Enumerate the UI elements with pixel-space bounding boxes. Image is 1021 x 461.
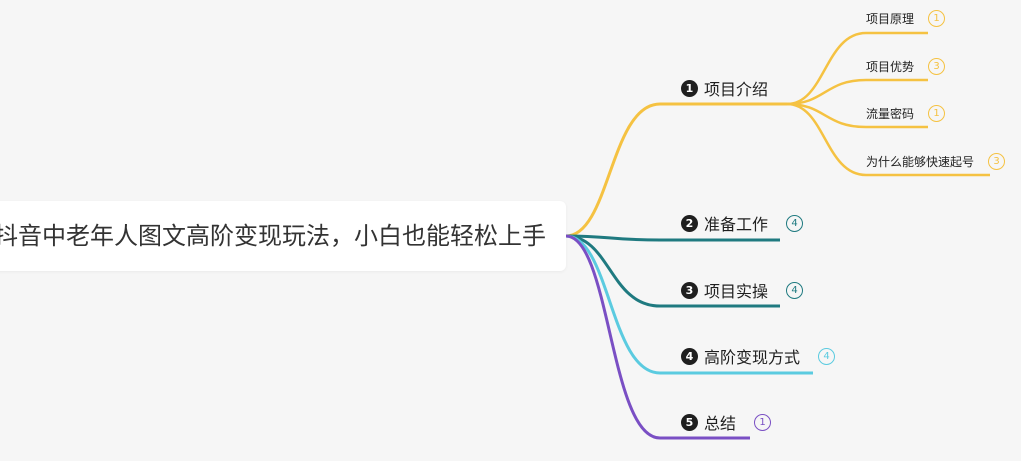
root-topic-title: 抖音中老年人图文高阶变现玩法，小白也能轻松上手 bbox=[0, 222, 546, 250]
connector-branch-4 bbox=[565, 234, 813, 375]
root-topic[interactable]: 抖音中老年人图文高阶变现玩法，小白也能轻松上手 bbox=[0, 201, 566, 271]
connector-sub-1-1 bbox=[786, 31, 928, 106]
branch-5[interactable]: 5 总结 1 bbox=[681, 410, 772, 434]
connector-branch-3 bbox=[565, 234, 780, 308]
child-count-badge[interactable]: 4 bbox=[786, 281, 804, 299]
branch-label: 高阶变现方式 bbox=[704, 348, 801, 367]
branch-2[interactable]: 2 准备工作 4 bbox=[681, 211, 804, 235]
subtopic-label: 为什么能够快速起号 bbox=[866, 154, 975, 169]
subtopic-1-3[interactable]: 流量密码 1 bbox=[866, 103, 946, 123]
child-count-badge[interactable]: 1 bbox=[928, 9, 946, 27]
branch-number-badge: 2 bbox=[681, 214, 698, 232]
branch-number-badge: 1 bbox=[681, 79, 698, 97]
connector-sub-1-3 bbox=[786, 102, 928, 129]
branch-4[interactable]: 4 高阶变现方式 4 bbox=[681, 344, 836, 368]
child-count-badge[interactable]: 3 bbox=[928, 57, 946, 75]
subtopic-label: 项目原理 bbox=[866, 11, 915, 26]
connector-sub-1-2 bbox=[786, 78, 928, 106]
subtopic-1-1[interactable]: 项目原理 1 bbox=[866, 8, 946, 28]
branch-number-badge: 3 bbox=[681, 281, 698, 299]
branch-label: 准备工作 bbox=[704, 215, 769, 234]
branch-label: 项目介绍 bbox=[704, 80, 769, 99]
subtopic-label: 项目优势 bbox=[866, 59, 915, 74]
branch-label: 项目实操 bbox=[704, 282, 769, 301]
connector-branch-2 bbox=[565, 234, 780, 242]
connector-branch-5 bbox=[565, 234, 750, 440]
child-count-badge[interactable]: 3 bbox=[988, 152, 1006, 170]
connector-sub-1-4 bbox=[786, 102, 990, 177]
child-count-badge[interactable]: 4 bbox=[818, 347, 836, 365]
subtopic-1-2[interactable]: 项目优势 3 bbox=[866, 56, 946, 76]
subtopic-1-4[interactable]: 为什么能够快速起号 3 bbox=[866, 151, 1006, 171]
child-count-badge[interactable]: 1 bbox=[928, 104, 946, 122]
subtopic-label: 流量密码 bbox=[866, 106, 915, 121]
branch-number-badge: 5 bbox=[681, 413, 698, 431]
branch-1[interactable]: 1 项目介绍 bbox=[681, 76, 768, 100]
child-count-badge[interactable]: 4 bbox=[786, 214, 804, 232]
connector-branch-1 bbox=[565, 102, 787, 238]
branch-label: 总结 bbox=[704, 414, 737, 433]
branch-number-badge: 4 bbox=[681, 347, 698, 365]
branch-3[interactable]: 3 项目实操 4 bbox=[681, 278, 804, 302]
child-count-badge[interactable]: 1 bbox=[754, 413, 772, 431]
